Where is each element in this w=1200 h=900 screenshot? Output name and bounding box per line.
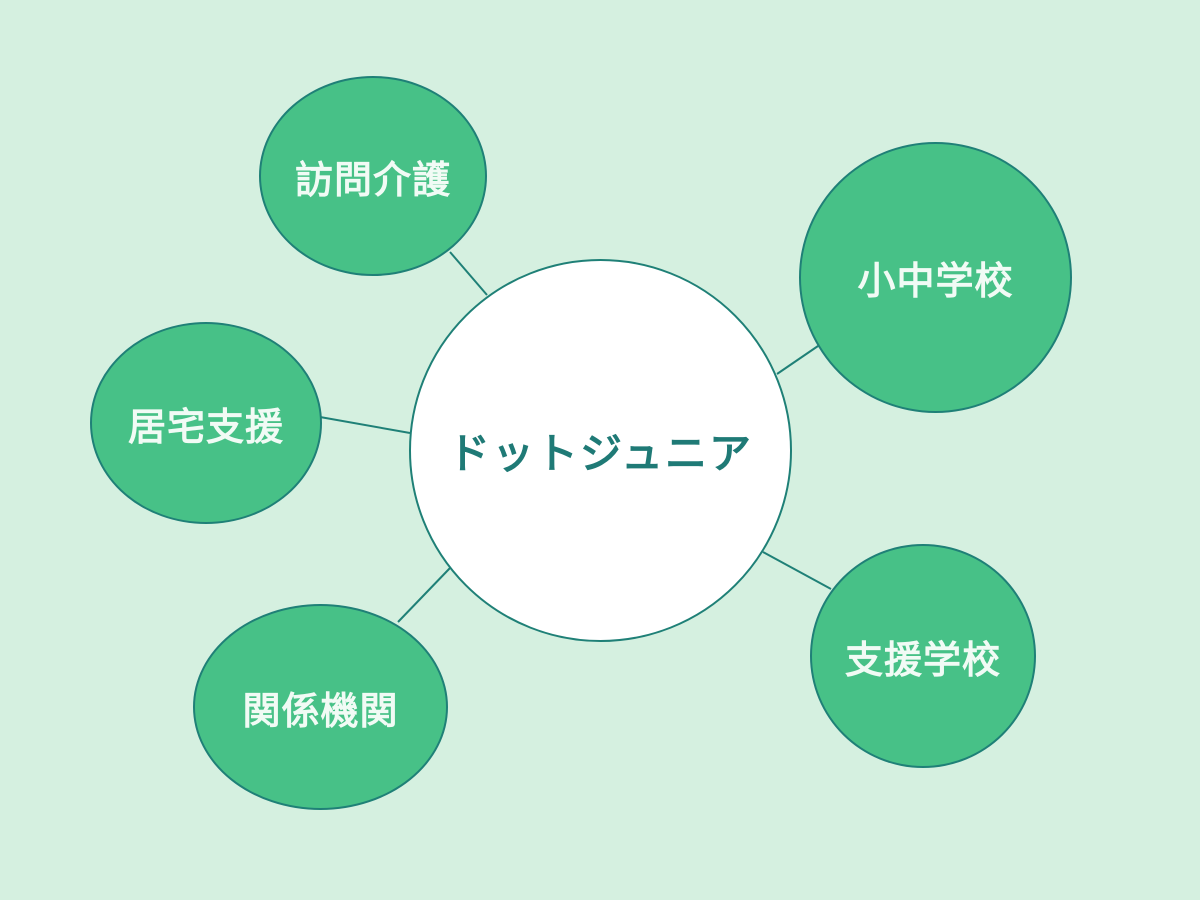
node-related-orgs: 関係機関 (193, 604, 448, 810)
center-node: ドットジュニア (409, 259, 792, 642)
node-related-orgs-label: 関係機関 (242, 688, 399, 733)
node-home-support: 居宅支援 (90, 322, 322, 524)
center-node-label: ドットジュニア (447, 429, 754, 478)
node-special-support-school: 支援学校 (810, 544, 1036, 768)
node-home-visit-care: 訪問介護 (259, 76, 487, 276)
node-elementary-middle-school: 小中学校 (799, 142, 1072, 413)
connector-elementary-middle-school (776, 345, 819, 375)
connector-special-support-school (762, 551, 832, 590)
node-special-support-school-label: 支援学校 (844, 637, 1001, 682)
node-home-support-label: 居宅支援 (127, 404, 284, 449)
node-elementary-middle-school-label: 小中学校 (857, 259, 1014, 303)
connector-home-visit-care (449, 251, 488, 296)
node-home-visit-care-label: 訪問介護 (294, 157, 451, 202)
connector-home-support (319, 416, 411, 434)
connector-related-orgs (397, 567, 451, 623)
